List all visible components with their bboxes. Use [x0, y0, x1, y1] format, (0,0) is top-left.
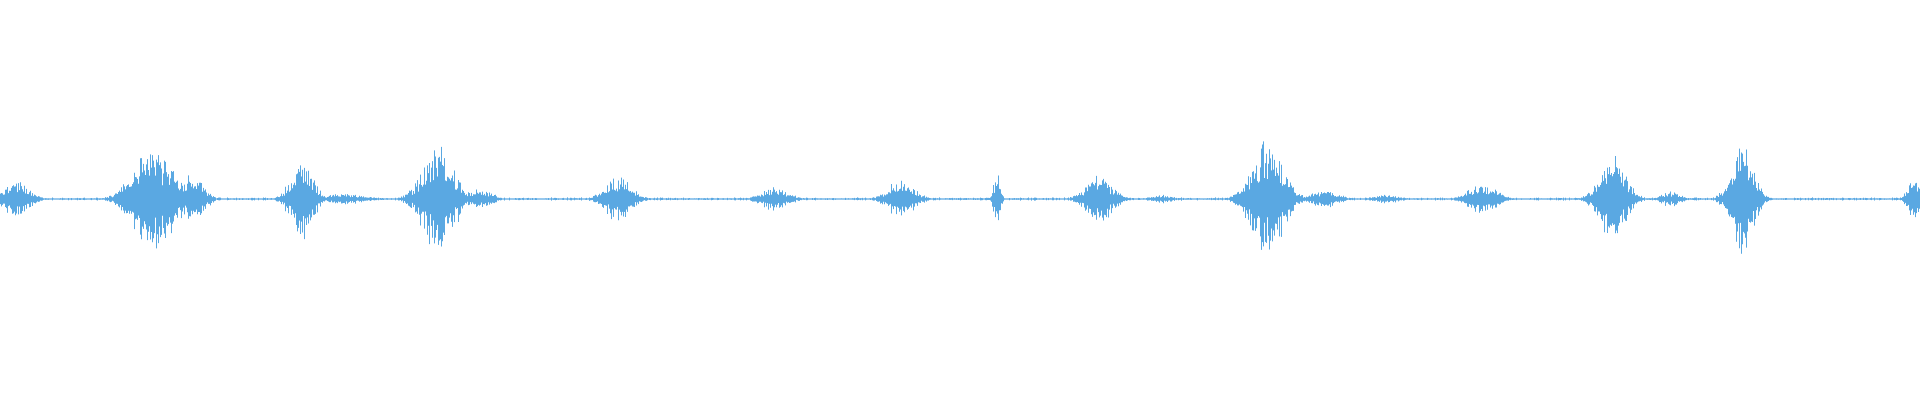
waveform-bars — [0, 141, 1920, 254]
